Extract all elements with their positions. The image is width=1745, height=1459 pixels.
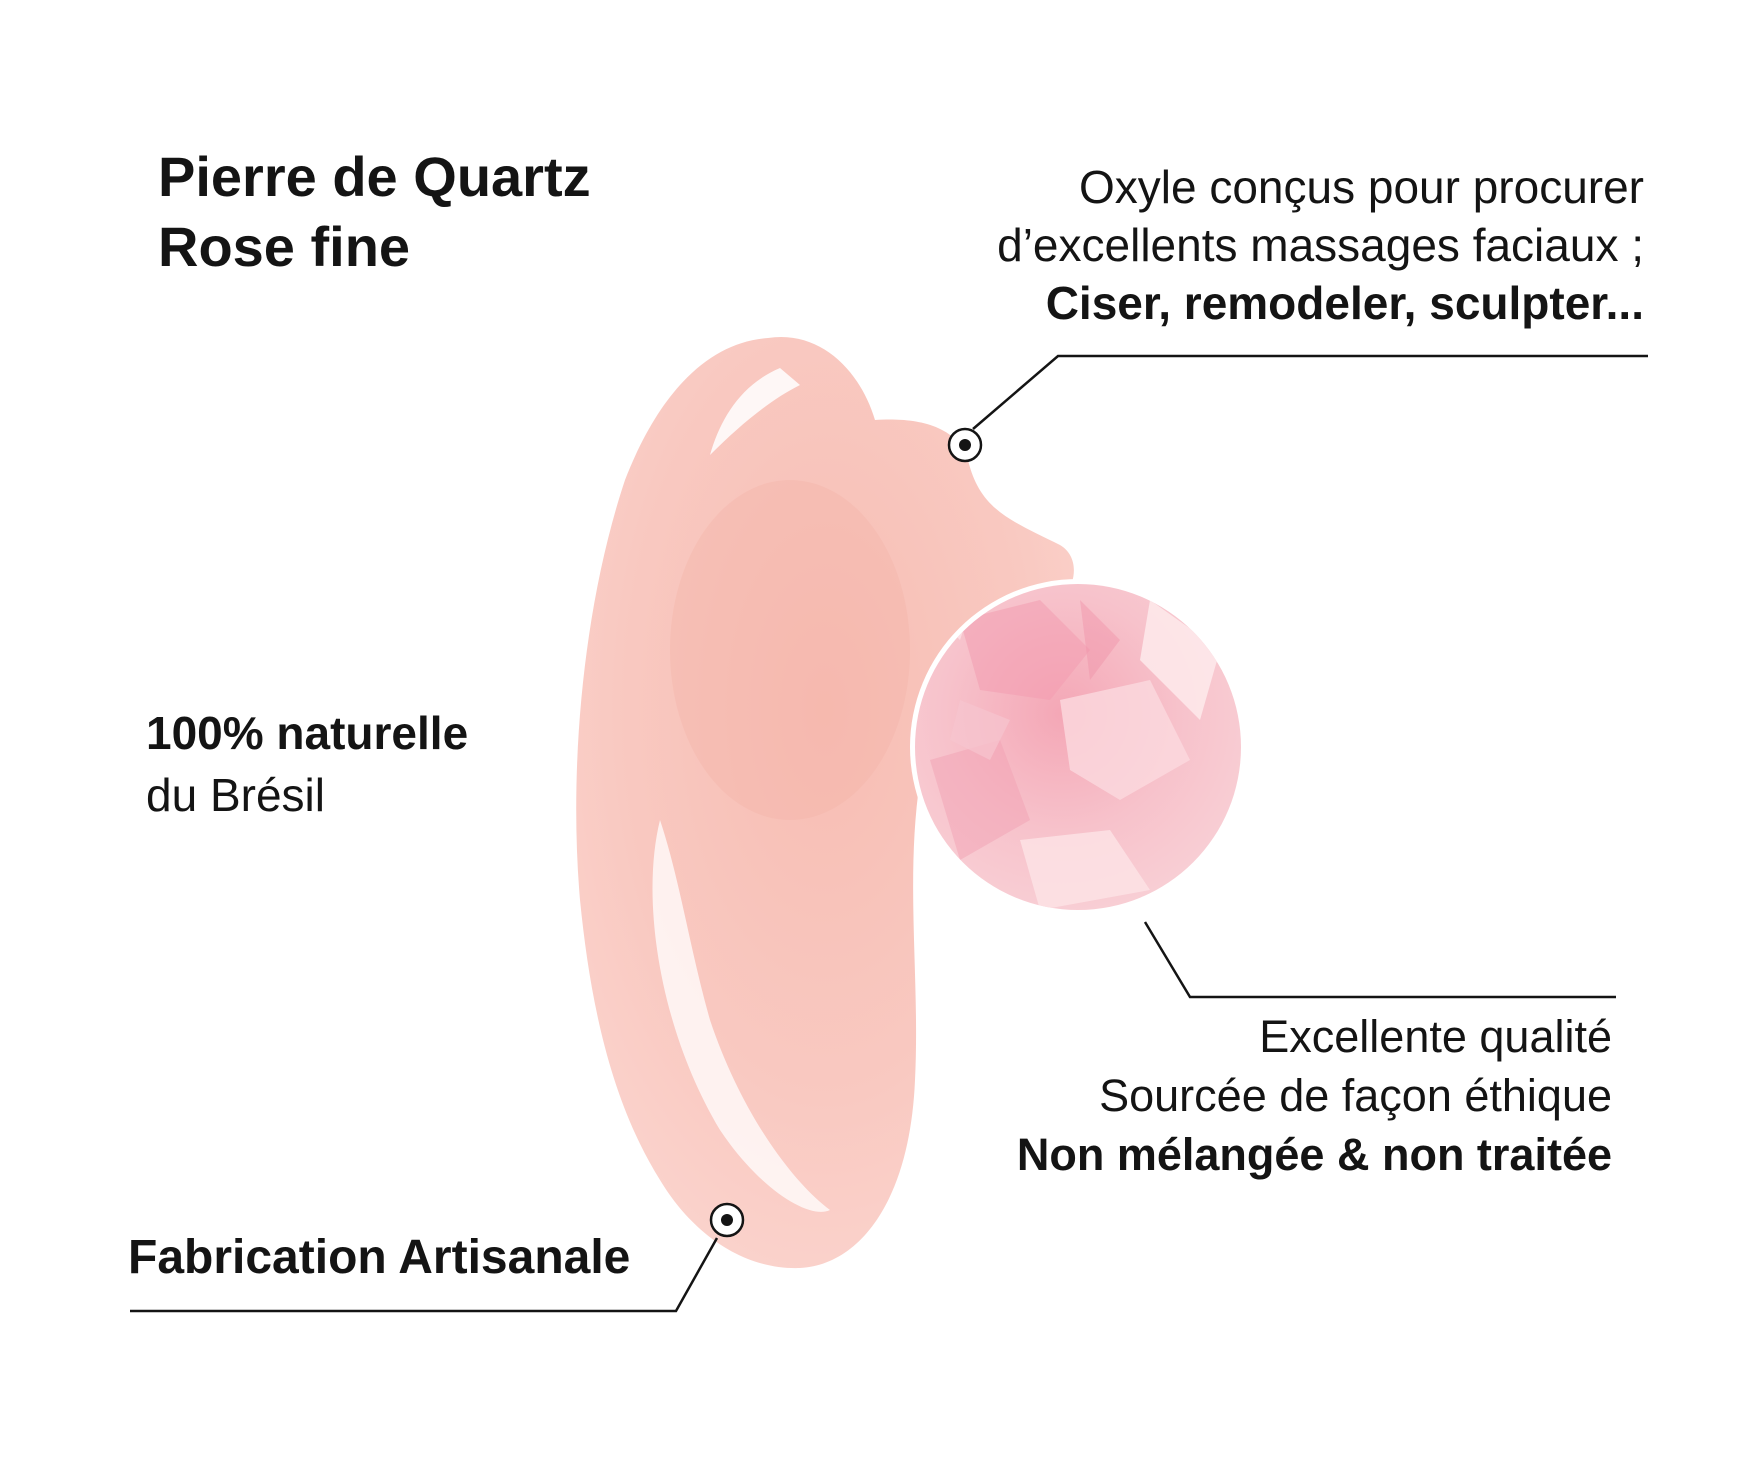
texture-zoom-circle xyxy=(910,579,1246,915)
origin-text: 100% naturelle du Brésil xyxy=(146,702,468,826)
craft-label: Fabrication Artisanale xyxy=(128,1231,631,1284)
callout-craft xyxy=(130,1237,719,1313)
rose-quartz-gua-sha-stone xyxy=(576,336,1074,1269)
product-title: Pierre de Quartz Rose fine xyxy=(158,142,591,282)
massage-line-1: Oxyle conçus pour procurer xyxy=(1078,161,1644,213)
massage-description: Oxyle conçus pour procurer d’excellents … xyxy=(997,158,1644,332)
title-line-1: Pierre de Quartz xyxy=(158,145,591,208)
origin-line-1: 100% naturelle xyxy=(146,707,469,759)
origin-line-2: du Brésil xyxy=(146,769,325,821)
callout-craft-marker xyxy=(709,1202,745,1238)
massage-line-2: d’excellents massages faciaux ; xyxy=(997,219,1644,271)
quality-line-2: Sourcée de façon éthique xyxy=(1099,1070,1612,1121)
title-line-2: Rose fine xyxy=(158,215,411,278)
quality-line-3: Non mélangée & non traitée xyxy=(1016,1129,1612,1180)
quality-text: Excellente qualité Sourcée de façon éthi… xyxy=(1017,1007,1612,1184)
callout-quality xyxy=(1143,921,1616,999)
callout-top-marker xyxy=(947,427,983,463)
quality-line-1: Excellente qualité xyxy=(1259,1011,1612,1062)
callout-top-right xyxy=(972,354,1648,430)
massage-line-3: Ciser, remodeler, sculpter... xyxy=(1045,277,1644,329)
